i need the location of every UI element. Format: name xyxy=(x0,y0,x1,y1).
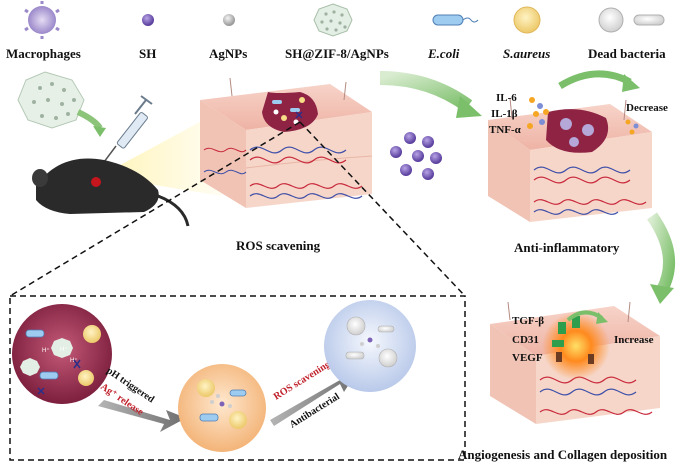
legend-ecoli-icon xyxy=(432,14,479,26)
legend-agnp-icon xyxy=(223,14,235,26)
cytokine-il6-label: IL-6 xyxy=(496,92,517,104)
syringe-icon xyxy=(103,95,153,163)
legend-ecoli-label: E.coli xyxy=(427,46,460,61)
svg-text:H⁺: H⁺ xyxy=(42,347,50,354)
ph-release-arrow xyxy=(98,400,186,432)
cytokine-il1b-label: IL-1β xyxy=(491,108,518,120)
arrow-inflammation-to-angiogenesis xyxy=(647,212,676,293)
legend-saureus-icon xyxy=(513,6,541,34)
growth-factor-cd31-label: CD31 xyxy=(512,334,539,346)
legend-dead-bacteria-icon xyxy=(598,7,665,33)
nanocomposite-particle-icon xyxy=(17,71,85,129)
decreased-cytokine-dots xyxy=(625,119,639,135)
infected-wound-sphere: H⁺ H⁺ H⁺ xyxy=(12,304,112,404)
ros-scavening-mech-label: ROS scavening xyxy=(272,359,333,403)
angiogenesis-label: Angiogenesis and Collagen deposition xyxy=(458,447,668,462)
anti-inflammatory-label: Anti-inflammatory xyxy=(514,240,620,255)
svg-text:H⁺: H⁺ xyxy=(60,346,68,353)
sh-molecule-cluster xyxy=(390,132,442,180)
legend-macrophage-icon xyxy=(24,1,60,39)
ros-scavening-arrow xyxy=(270,370,358,426)
mouse-icon xyxy=(28,158,190,227)
load-arrow-head xyxy=(93,126,106,137)
skin-block-wound xyxy=(200,77,373,208)
cytokine-dots xyxy=(527,97,549,129)
load-arrow xyxy=(76,109,103,130)
zoom-line-left xyxy=(9,121,301,297)
legend-sh-zif-label: SH@ZIF-8/AgNPs xyxy=(285,46,389,61)
decrease-arrow xyxy=(558,70,632,90)
legend-sh-label: SH xyxy=(139,46,156,61)
growth-factor-vegf-label: VEGF xyxy=(512,352,543,364)
zoom-line-right xyxy=(299,121,466,297)
decrease-label: Decrease xyxy=(626,102,668,114)
growth-factor-tgfb-label: TGF-β xyxy=(512,315,544,327)
skin-block-angiogenesis xyxy=(490,301,660,424)
legend-sh-icon xyxy=(142,14,154,26)
legend-dead-bacteria-label: Dead bacteria xyxy=(588,46,666,61)
legend-macrophages-label: Macrophages xyxy=(6,46,81,61)
cleared-sphere xyxy=(324,300,416,392)
skin-block-inflammation xyxy=(488,97,652,222)
cytokine-tnfa-label: TNF-α xyxy=(489,124,522,136)
antibacterial-sphere xyxy=(178,364,266,452)
legend-agnps-label: AgNPs xyxy=(209,46,247,61)
legend-sh-zif-icon xyxy=(313,3,353,37)
mechanism-inset-box xyxy=(9,295,466,461)
arrow-ros-to-inflammation xyxy=(379,71,473,112)
legend-saureus-label: S.aureus xyxy=(503,46,550,61)
increase-label: Increase xyxy=(614,334,654,346)
ros-scavening-label: ROS scavening xyxy=(236,238,321,253)
